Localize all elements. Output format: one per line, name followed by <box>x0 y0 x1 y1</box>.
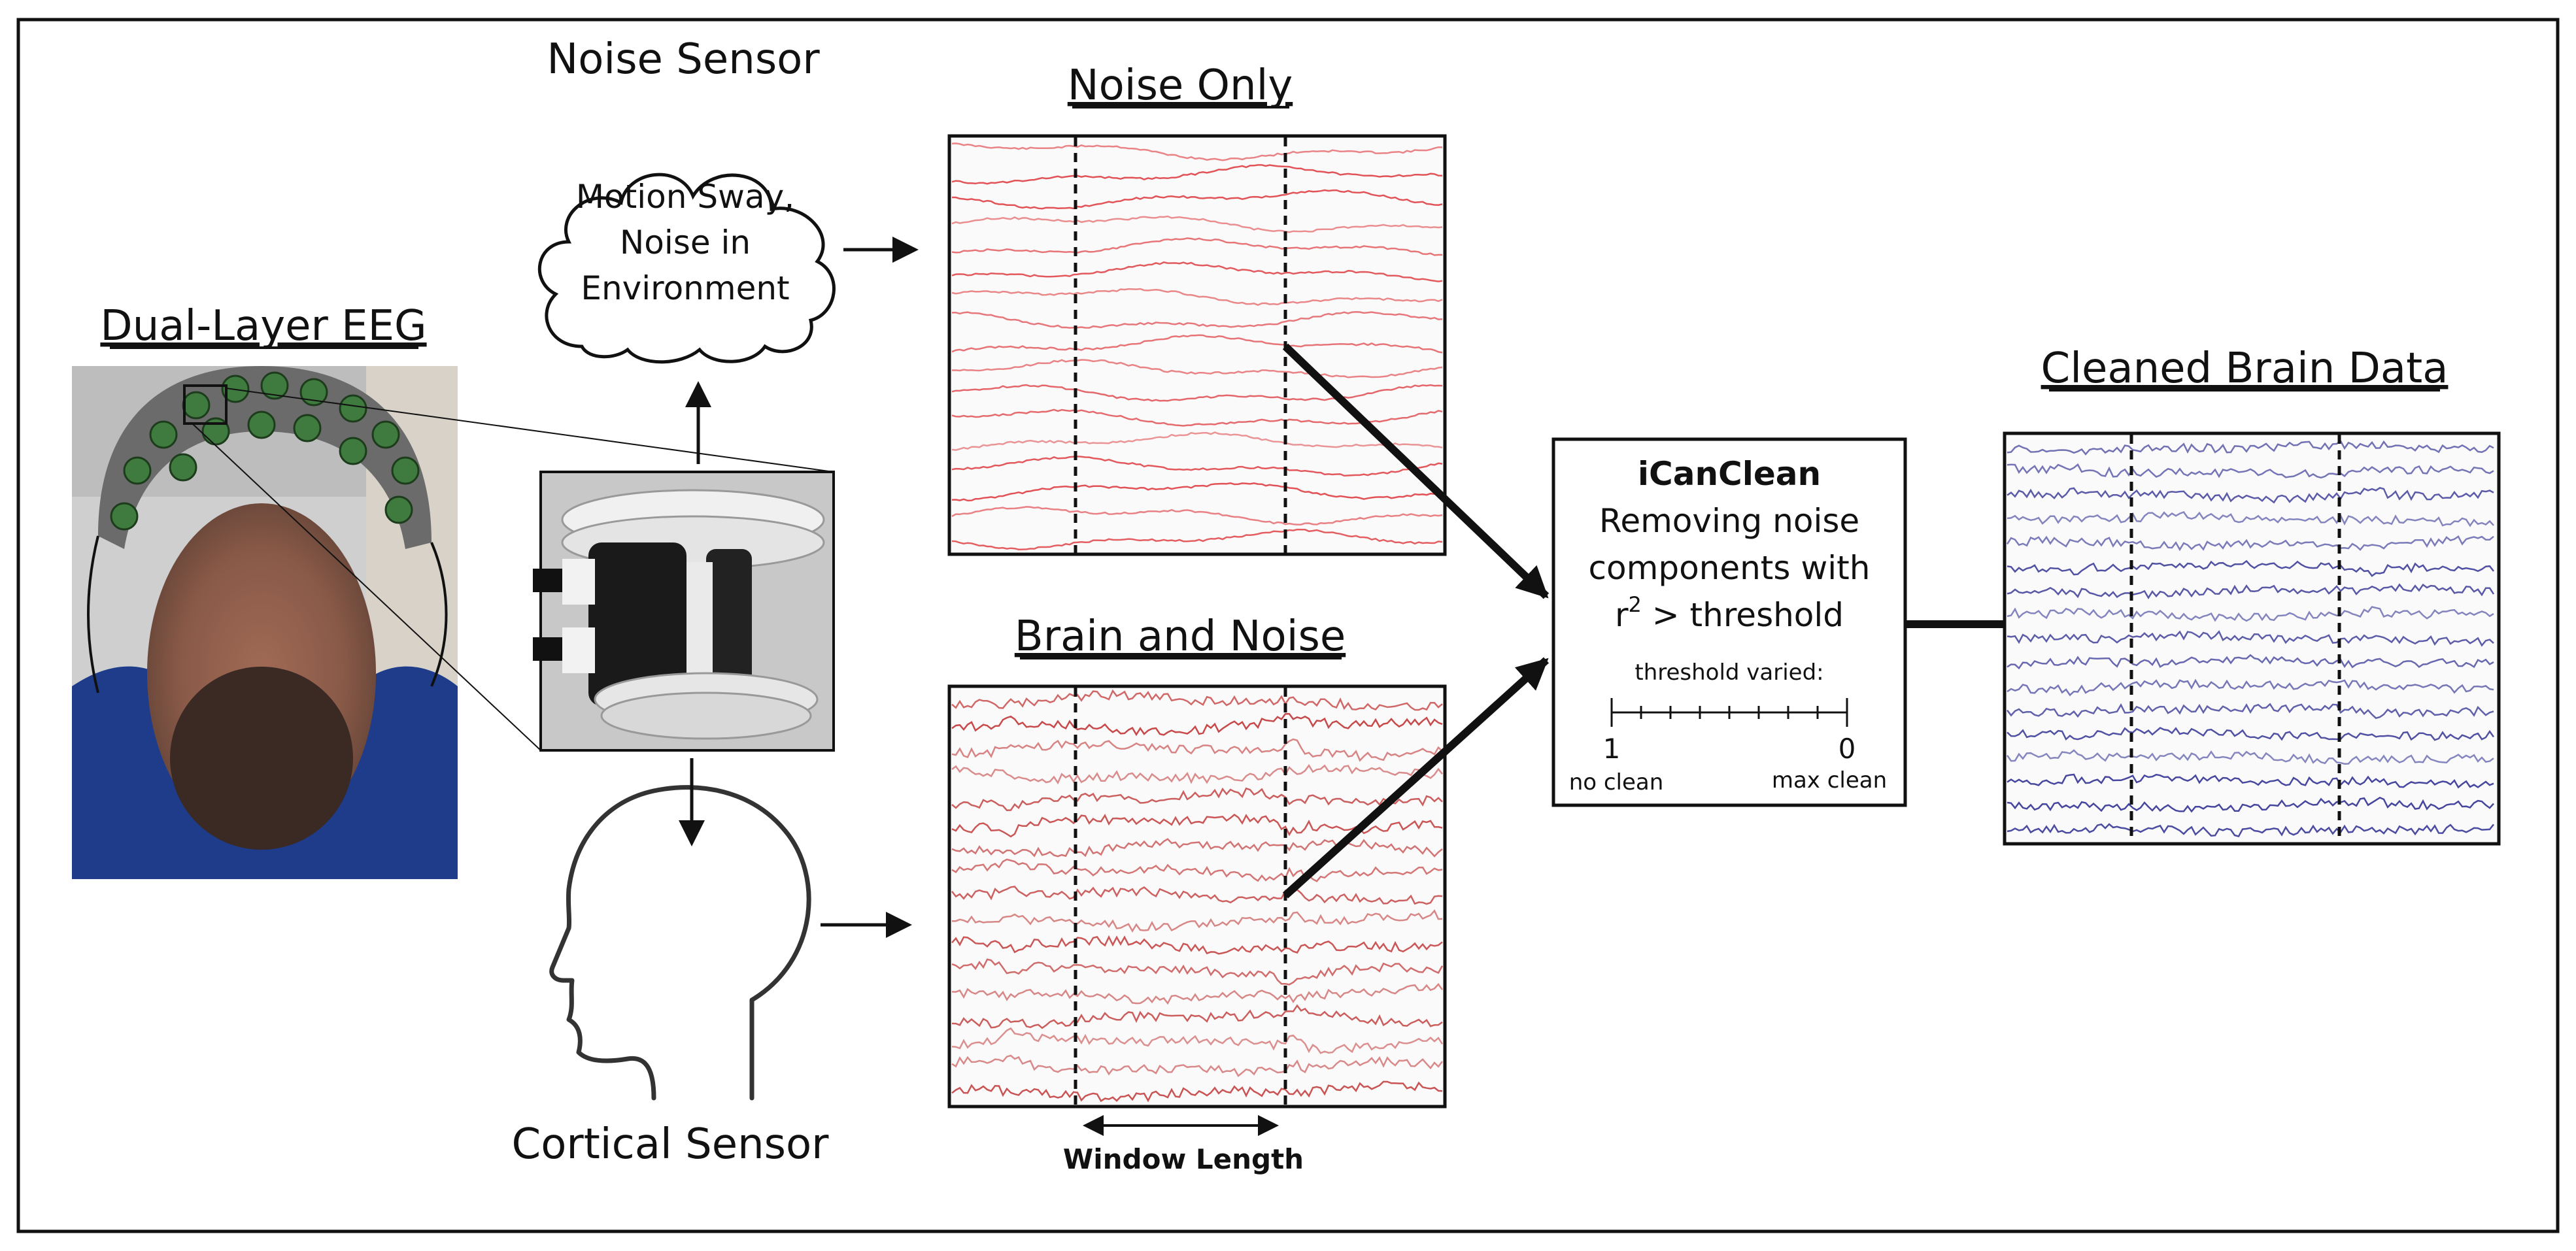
waveform-trace <box>2007 823 2494 838</box>
waveform-trace <box>951 689 1443 711</box>
waveform-trace <box>951 215 1443 233</box>
waveform-trace <box>951 858 1443 882</box>
icanclean-line-3: r2 > threshold <box>1615 592 1844 634</box>
waveform-trace <box>952 189 1443 210</box>
waveform-trace <box>951 1027 1444 1054</box>
waveform-trace <box>2007 703 2494 720</box>
waveform-trace <box>2007 654 2494 670</box>
waveform-trace <box>951 456 1443 477</box>
dual-layer-sensor-icon <box>533 471 835 752</box>
scale-right-label: max clean <box>1772 767 1887 793</box>
waveform-trace <box>951 763 1443 785</box>
waveform-trace <box>951 482 1443 502</box>
cleaned-data-title: Cleaned Brain Data <box>2041 344 2449 393</box>
waveform-trace <box>951 164 1443 185</box>
icanclean-line-1: Removing noise <box>1599 502 1859 540</box>
noise-traces <box>951 142 1443 550</box>
waveform-trace <box>951 261 1443 282</box>
window-length-label: Window Length <box>1063 1143 1304 1175</box>
waveform-trace <box>2007 678 2494 697</box>
dual-layer-eeg-title: Dual-Layer EEG <box>100 302 426 350</box>
icanclean-name: iCanClean <box>1638 455 1821 493</box>
waveform-trace <box>2007 487 2494 504</box>
waveform-trace <box>951 310 1443 329</box>
cleaned-panel <box>2003 431 2501 846</box>
scale-left-label: no clean <box>1569 769 1664 795</box>
waveform-trace <box>951 982 1444 1005</box>
threshold-scale <box>1610 698 1848 727</box>
eeg-cap-photo <box>72 366 458 879</box>
waveform-trace <box>2007 463 2494 479</box>
noise-only-title: Noise Only <box>1068 61 1293 110</box>
waveform-trace <box>951 958 1444 986</box>
cleaned-traces <box>2006 439 2495 838</box>
zoom-line-top <box>226 388 834 473</box>
waveform-trace <box>951 431 1443 451</box>
cloud-line-3: Environment <box>581 269 789 307</box>
cap-zoom-marker <box>183 384 228 425</box>
waveform-trace <box>951 288 1443 306</box>
waveform-trace <box>951 838 1443 858</box>
brain-noise-panel <box>947 684 1447 1109</box>
waveform-trace <box>951 237 1442 256</box>
cloud-icon <box>537 173 836 364</box>
waveform-trace <box>2007 727 2495 741</box>
brain-noise-title: Brain and Noise <box>1015 612 1346 661</box>
threshold-label: threshold varied: <box>1635 659 1823 686</box>
waveform-trace <box>951 886 1443 905</box>
outer-frame <box>16 18 2560 1233</box>
noise-sensor-title: Noise Sensor <box>547 35 820 84</box>
waveform-trace <box>951 1004 1443 1029</box>
waveform-trace <box>2007 559 2494 577</box>
waveform-trace <box>951 506 1443 525</box>
waveform-trace <box>951 1080 1443 1103</box>
arrow-brain-to-icanclean <box>1282 657 1550 899</box>
waveform-trace <box>2007 583 2495 600</box>
cloud-line-2: Noise in <box>620 224 751 261</box>
waveform-trace <box>951 909 1443 933</box>
arrow-noise-to-icanclean <box>1282 343 1550 599</box>
waveform-trace <box>951 935 1443 955</box>
waveform-trace <box>951 787 1443 811</box>
cloud-line-1: Motion Sway, <box>576 178 794 216</box>
waveform-trace <box>2006 749 2494 765</box>
waveform-trace <box>951 528 1443 550</box>
waveform-trace <box>2006 535 2494 552</box>
waveform-trace <box>951 738 1443 762</box>
icanclean-line-2: components with <box>1589 549 1871 587</box>
waveform-trace <box>2007 439 2494 456</box>
waveform-trace <box>951 142 1443 161</box>
scale-left-value: 1 <box>1603 733 1621 765</box>
waveform-trace <box>2007 796 2494 813</box>
waveform-trace <box>951 1054 1443 1078</box>
waveform-trace <box>951 384 1443 402</box>
brain-noise-traces <box>951 689 1444 1103</box>
waveform-trace <box>951 334 1443 354</box>
waveform-trace <box>951 712 1443 737</box>
head-profile-icon <box>549 785 811 1101</box>
waveform-trace <box>2007 630 2494 647</box>
waveform-trace <box>2007 773 2494 789</box>
cortical-sensor-title: Cortical Sensor <box>512 1120 830 1169</box>
icanclean-box <box>1551 437 1907 807</box>
waveform-trace <box>2007 606 2494 622</box>
waveform-trace <box>951 359 1443 378</box>
waveform-trace <box>2007 510 2494 527</box>
noise-only-panel <box>947 134 1447 556</box>
zoom-line-bottom <box>192 423 541 751</box>
scale-right-value: 0 <box>1839 733 1856 765</box>
